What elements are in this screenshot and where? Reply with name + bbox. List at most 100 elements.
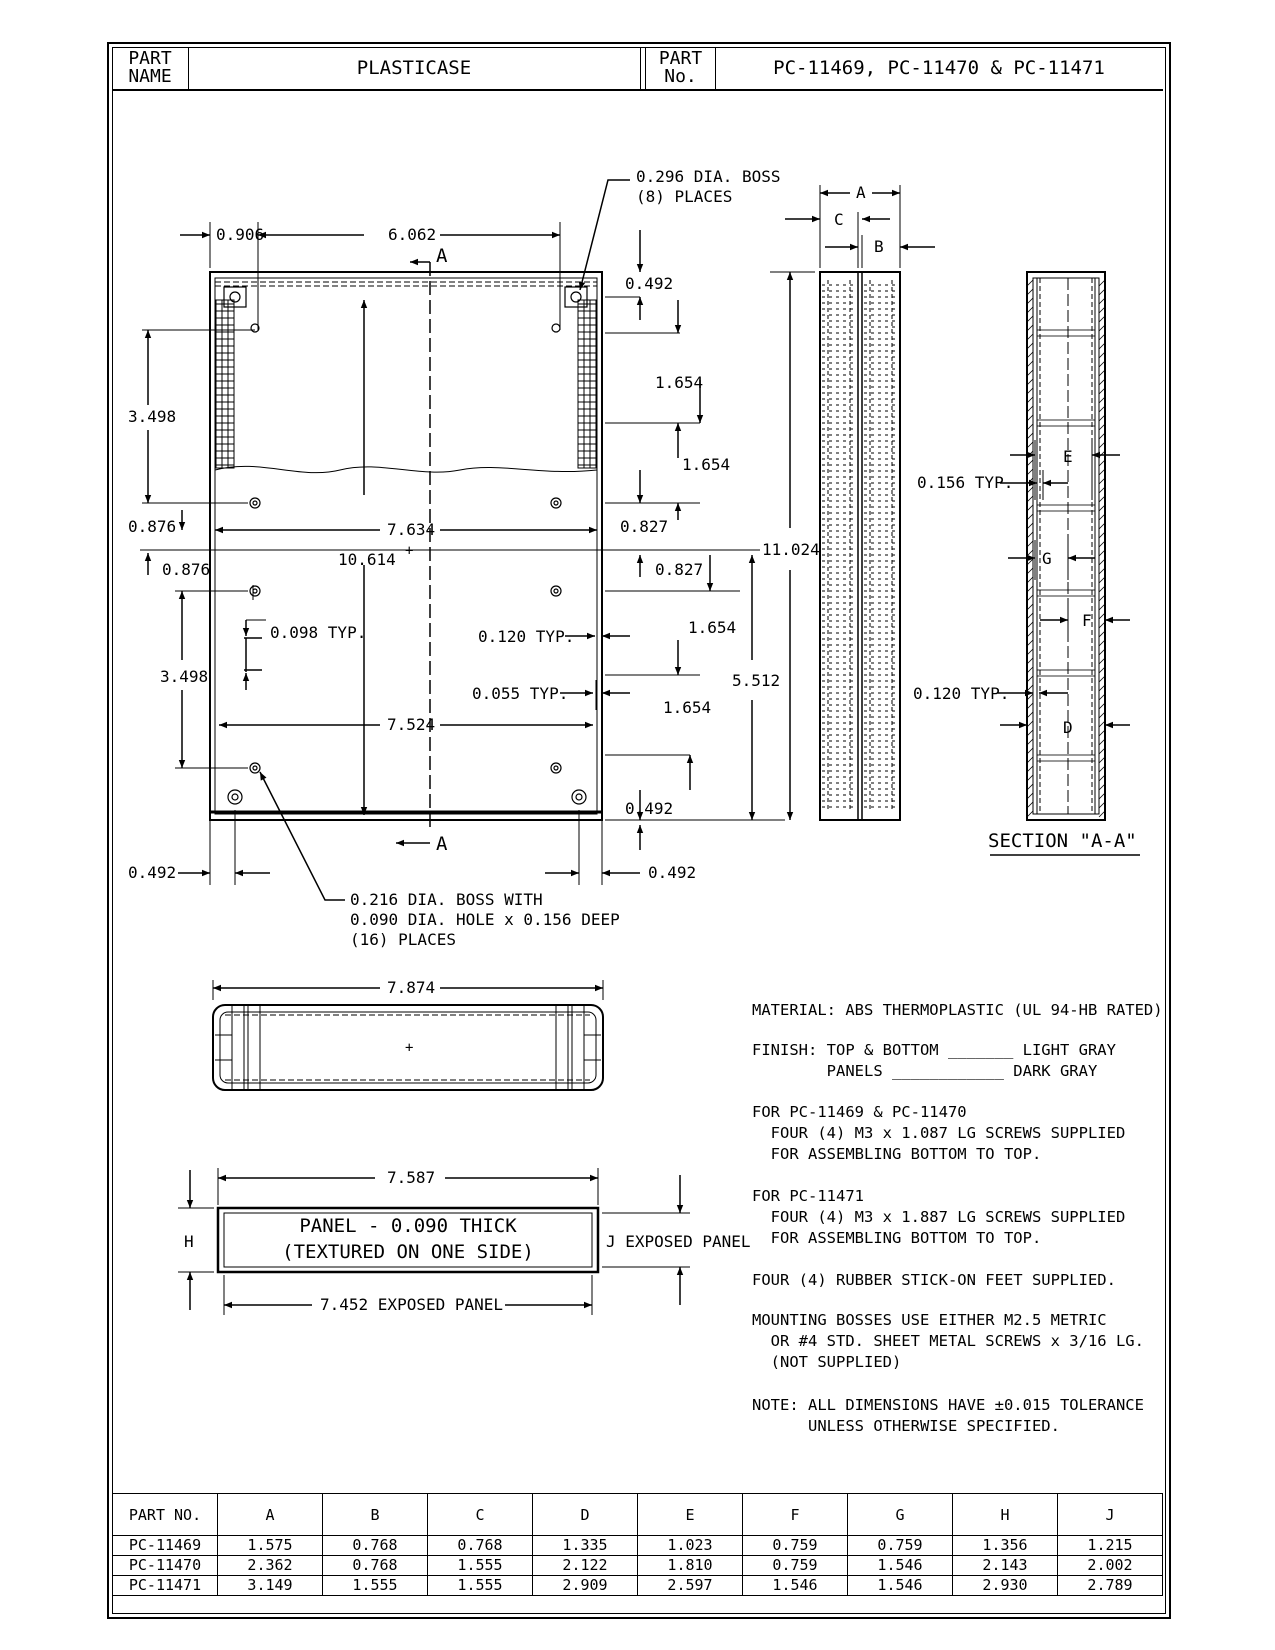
end-center-mark: +: [405, 1040, 413, 1056]
table-cell: 2.002: [1057, 1555, 1163, 1576]
dim-1654-c: 1.654: [688, 618, 736, 637]
dim-1654-b: 1.654: [682, 455, 730, 474]
table-cell: 0.768: [427, 1535, 533, 1556]
letter-a: A: [856, 183, 866, 202]
table-cell: 1.335: [532, 1535, 638, 1556]
side-view: [770, 185, 935, 821]
table-cell: 2.930: [952, 1575, 1058, 1596]
table-header-1: A: [217, 1493, 323, 1536]
table-cell: 2.362: [217, 1555, 323, 1576]
table-header-3: C: [427, 1493, 533, 1536]
table-header-6: F: [742, 1493, 848, 1536]
note-feet: FOUR (4) RUBBER STICK-ON FEET SUPPLIED.: [752, 1271, 1116, 1289]
table-header-0: PART NO.: [112, 1493, 218, 1536]
dim-5512: 5.512: [732, 671, 780, 690]
dim-top-width: 6.062: [388, 225, 436, 244]
dim-0098: 0.098 TYP.: [270, 623, 366, 642]
table-cell: 2.597: [637, 1575, 743, 1596]
table-header-4: D: [532, 1493, 638, 1536]
table-cell: 1.555: [427, 1575, 533, 1596]
dim-0055: 0.055 TYP.: [472, 684, 568, 703]
note-tolerance: NOTE: ALL DIMENSIONS HAVE ±0.015 TOLERAN…: [752, 1396, 1144, 1435]
drawing-frame: [107, 42, 1171, 1619]
letter-g: G: [1042, 549, 1052, 568]
table-cell: 0.759: [742, 1535, 848, 1556]
dim-3498-upper: 3.498: [128, 407, 176, 426]
table-header-5: E: [637, 1493, 743, 1536]
note-finish: FINISH: TOP & BOTTOM _______ LIGHT GRAY …: [752, 1041, 1116, 1080]
section-mark-top: A: [436, 245, 448, 267]
note-bosses: MOUNTING BOSSES USE EITHER M2.5 METRIC O…: [752, 1311, 1144, 1371]
table-cell: 1.810: [637, 1555, 743, 1576]
panel-view: [178, 1168, 690, 1315]
dim-7587: 7.587: [387, 1168, 435, 1187]
table-header-8: H: [952, 1493, 1058, 1536]
part-no: PC-11469, PC-11470 & PC-11471: [773, 57, 1105, 79]
section-title: SECTION "A-A": [988, 830, 1137, 852]
note-screws-b: FOR PC-11471 FOUR (4) M3 x 1.887 LG SCRE…: [752, 1187, 1126, 1247]
letter-d: D: [1063, 718, 1073, 737]
letter-h: H: [184, 1232, 194, 1251]
dim-7634: 7.634: [387, 520, 435, 539]
dim-top-left: 0.906: [216, 225, 264, 244]
table-cell: 0.759: [742, 1555, 848, 1576]
part-name: PLASTICASE: [356, 57, 472, 79]
center-mark: +: [405, 543, 413, 559]
table-cell: 2.143: [952, 1555, 1058, 1576]
section-mark-bottom: A: [436, 833, 448, 855]
dim-0876-b: 0.876: [162, 560, 210, 579]
dim-7874: 7.874: [387, 978, 435, 997]
dim-0120-plan: 0.120 TYP.: [478, 627, 574, 646]
dim-7452: 7.452 EXPOSED PANEL: [320, 1295, 503, 1314]
part-name-label: PART NAME: [128, 48, 172, 87]
dim-1654-a: 1.654: [655, 373, 703, 392]
panel-label: PANEL - 0.090 THICK (TEXTURED ON ONE SID…: [282, 1215, 534, 1263]
part-no-label: PART No.: [658, 48, 703, 87]
table-cell: 3.149: [217, 1575, 323, 1596]
table-header-7: G: [847, 1493, 953, 1536]
dim-11024: 11.024: [762, 540, 820, 559]
letter-c: C: [834, 210, 844, 229]
dim-0876-a: 0.876: [128, 517, 176, 536]
table-cell: 1.546: [847, 1575, 953, 1596]
dim-0156: 0.156 TYP.: [917, 473, 1013, 492]
dim-3498-lower: 3.498: [160, 667, 208, 686]
dim-0827-a: 0.827: [620, 517, 668, 536]
table-cell: 1.555: [322, 1575, 428, 1596]
table-cell: 1.023: [637, 1535, 743, 1556]
table-header-2: B: [322, 1493, 428, 1536]
table-cell: 0.768: [322, 1535, 428, 1556]
plan-view: [140, 179, 785, 901]
boss-note: 0.296 DIA. BOSS (8) PLACES: [636, 167, 781, 206]
table-cell: 1.215: [1057, 1535, 1163, 1556]
table-cell: 1.575: [217, 1535, 323, 1556]
dim-0492-c: 0.492: [128, 863, 176, 882]
table-cell: 2.909: [532, 1575, 638, 1596]
table-cell: 1.546: [847, 1555, 953, 1576]
letter-b: B: [874, 237, 884, 256]
table-cell: 0.768: [322, 1555, 428, 1576]
table-cell: PC-11470: [112, 1555, 218, 1576]
table-cell: 1.356: [952, 1535, 1058, 1556]
dim-0492-b: 0.492: [625, 799, 673, 818]
dim-7524: 7.524: [387, 715, 435, 734]
table-cell: PC-11469: [112, 1535, 218, 1556]
end-view: [212, 980, 604, 1091]
dim-j-exposed: J EXPOSED PANEL: [606, 1232, 751, 1251]
letter-e: E: [1063, 447, 1073, 466]
table-cell: 1.555: [427, 1555, 533, 1576]
note-material: MATERIAL: ABS THERMOPLASTIC (UL 94-HB RA…: [752, 1001, 1163, 1019]
section-view: [990, 271, 1140, 856]
dim-0492-d: 0.492: [648, 863, 696, 882]
dim-1654-d: 1.654: [663, 698, 711, 717]
dim-0120-section: 0.120 TYP.: [913, 684, 1009, 703]
table-cell: PC-11471: [112, 1575, 218, 1596]
dim-0827-b: 0.827: [655, 560, 703, 579]
table-cell: 2.122: [532, 1555, 638, 1576]
